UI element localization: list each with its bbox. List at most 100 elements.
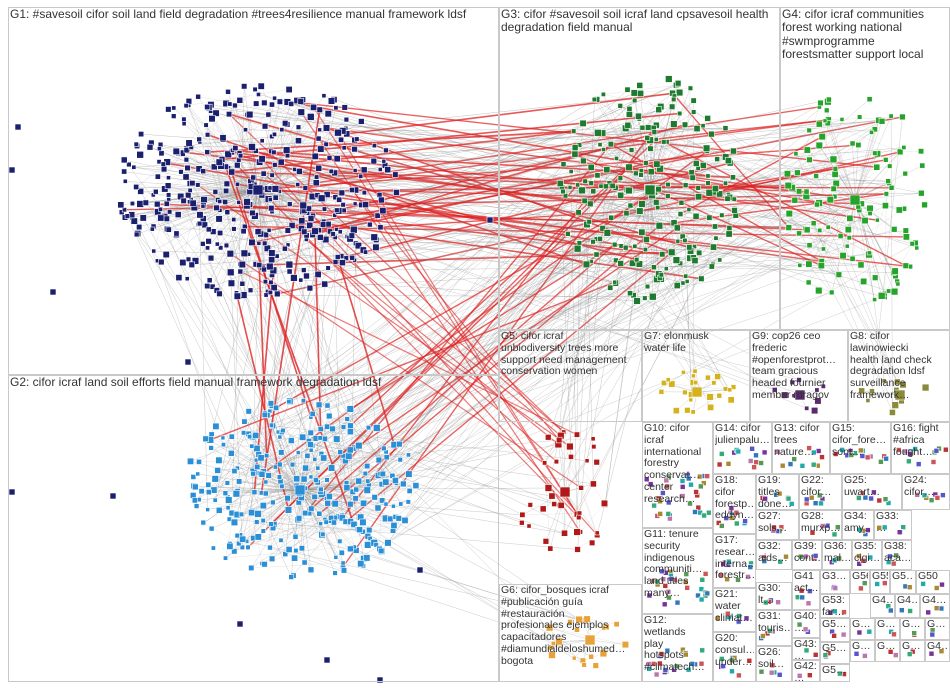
edge [809,130,870,253]
edge [639,85,730,235]
group-label-g19: G19: titles done… [758,475,792,510]
group-label-g10: G10: cifor icraf international forestry … [644,423,702,505]
group-panel-g28: G28: murxp… [799,510,842,540]
group-panel-g10: G10: cifor icraf international forestry … [642,422,713,528]
node-g5[interactable] [566,442,574,451]
edge-g1-g4 [197,120,879,186]
edge [237,489,301,515]
node-g5[interactable] [576,514,582,521]
node-g5[interactable] [573,528,581,536]
group-label-g4a: G4… [897,595,918,606]
edge [795,153,849,230]
group-label-g50: G50 [918,571,938,582]
node-g5[interactable] [589,480,597,488]
node-g5[interactable] [548,492,556,500]
edge [257,189,278,257]
node-g5[interactable] [593,458,600,466]
group-panel-ge: G… [850,640,875,662]
group-panel-g33: G33: … [874,510,912,540]
node-g5[interactable] [555,436,563,444]
edge-g1-g4 [302,102,877,168]
group-label-g42: G42: … [794,661,817,682]
edge [299,437,303,491]
node-g5[interactable] [544,433,552,441]
edge [299,457,387,491]
node-g5[interactable] [594,530,600,536]
edge [573,130,651,191]
edge [257,489,301,515]
node-g5[interactable] [519,511,526,518]
node-g5[interactable] [547,545,554,552]
edge [549,627,591,641]
edge [560,505,565,534]
edge-g1-g3 [240,85,677,272]
edge [243,432,301,491]
edge [299,489,336,574]
node-g5[interactable] [542,460,548,466]
edge [243,417,311,433]
node-g5[interactable] [557,501,565,509]
edge [193,190,227,204]
edge [869,236,907,255]
node-g5[interactable] [539,505,547,513]
node-g5[interactable] [590,436,596,442]
group-label-gf: G… [877,641,896,652]
group-panel-g5d: G5… [820,664,850,682]
group-panel-g31: G31: touris… [756,610,792,646]
edge [210,439,282,453]
node-g5[interactable] [600,499,609,507]
node-g5[interactable] [573,431,580,438]
group-label-g5d: G5… [822,665,847,676]
group-panel-g40: G40: … [792,610,820,638]
edge [168,189,259,230]
group-panel-gb: G… [875,618,900,640]
group-panel-g11: G11: tenure security indigenous communit… [642,528,713,614]
edge [827,122,901,153]
edge [564,446,594,493]
edge [826,110,856,201]
edge [296,451,341,479]
edge-g1-g3 [229,113,604,150]
group-panel-g4b: G4… [920,594,950,618]
group-panel-g39: G39: cont… [792,540,822,570]
group-panel-g15: G15: cifor_fore… sont… [830,422,891,474]
group-label-g5b: G5… [822,619,847,630]
group-panel-g5c: G5… [820,642,850,664]
edge [190,461,340,542]
group-panel-g26: G26: soil… [756,646,792,682]
node-g5[interactable] [551,501,557,507]
node-g5[interactable] [561,529,568,537]
node-g5[interactable] [542,538,550,545]
node-g5[interactable] [519,519,525,526]
edge [649,189,658,280]
edge [587,618,617,625]
node-g5[interactable] [526,523,532,529]
edge [299,473,381,491]
edge [228,104,273,168]
edge [253,473,302,498]
edge [854,145,859,201]
node-g5[interactable] [584,458,590,464]
edge [854,199,875,300]
node-g5[interactable] [588,539,596,546]
node-g5[interactable] [544,484,553,492]
group-label-g3: G3: cifor #savesoil soil icraf land cpsa… [501,8,769,35]
edge [649,125,657,191]
group-label-gc: G… [902,619,921,630]
edge [247,114,319,275]
node-g5[interactable] [568,453,574,460]
node-g5[interactable] [527,502,533,508]
node-g5[interactable] [578,485,584,491]
hub-node-g5[interactable] [559,486,571,498]
edge [164,188,259,191]
edge [558,444,566,493]
edge [272,425,296,537]
edge-g1-g3 [167,161,608,234]
node-g5[interactable] [591,444,597,450]
edge [809,159,890,184]
group-panel-g5b: G5… [820,618,850,642]
node-g5[interactable] [574,546,581,553]
node-g5[interactable] [553,458,560,465]
group-label-g27: G27: sols… [758,511,788,534]
edge-g1-g3 [273,151,733,179]
